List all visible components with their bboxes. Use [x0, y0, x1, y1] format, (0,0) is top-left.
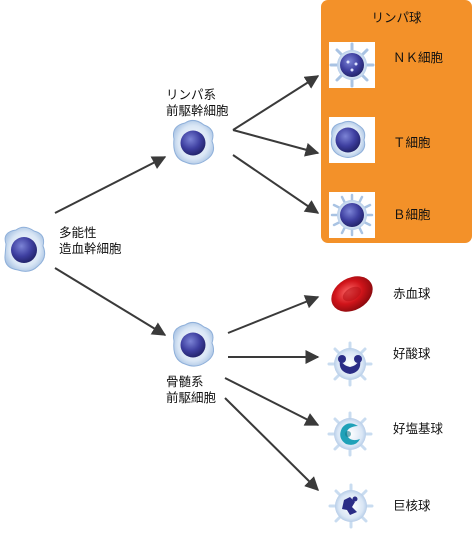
basophil-icon: [327, 411, 373, 457]
arrows: [54, 75, 320, 491]
b-cell-icon: [330, 193, 374, 237]
erythrocyte-icon: [331, 276, 373, 312]
arrow-lymphoid-to-nk: [232, 75, 320, 131]
lymphocyte-group-title: リンパ球: [371, 10, 422, 25]
basophil-label: 好塩基球: [393, 421, 444, 436]
stem-cell-icon: [4, 226, 46, 272]
myeloid-progenitor-label: 骨髄系 前駆細胞: [166, 374, 217, 405]
b-cell-label: Ｂ細胞: [393, 207, 431, 222]
arrow-myeloid-to-rbc: [227, 295, 320, 334]
eosinophil-icon: [327, 341, 373, 387]
arrow-stem-to-lymphoid: [54, 156, 167, 214]
nk-cell-icon: [329, 42, 375, 88]
arrow-lymphoid-to-b: [232, 154, 320, 214]
eosinophil-label: 好酸球: [393, 346, 431, 361]
t-cell-label: Ｔ細胞: [393, 135, 431, 150]
arrow-lymphoid-to-t: [232, 129, 320, 157]
t-cell-icon: [330, 120, 366, 158]
stem-cell-label: 多能性 造血幹細胞: [59, 225, 122, 256]
arrow-stem-to-myeloid: [54, 267, 167, 336]
lymphoid-progenitor-label: リンパ系 前駆幹細胞: [166, 87, 229, 118]
myeloid-progenitor-icon: [173, 321, 214, 367]
nk-cell-label: ＮＫ細胞: [393, 50, 444, 65]
arrow-myeloid-to-megakaryocyte: [224, 397, 319, 491]
erythrocyte-label: 赤血球: [393, 286, 431, 301]
megakaryocyte-label: 巨核球: [393, 498, 431, 513]
megakaryocyte-icon: [328, 483, 374, 529]
arrow-myeloid-to-basophil: [224, 377, 320, 426]
lymphoid-progenitor-icon: [173, 119, 214, 165]
